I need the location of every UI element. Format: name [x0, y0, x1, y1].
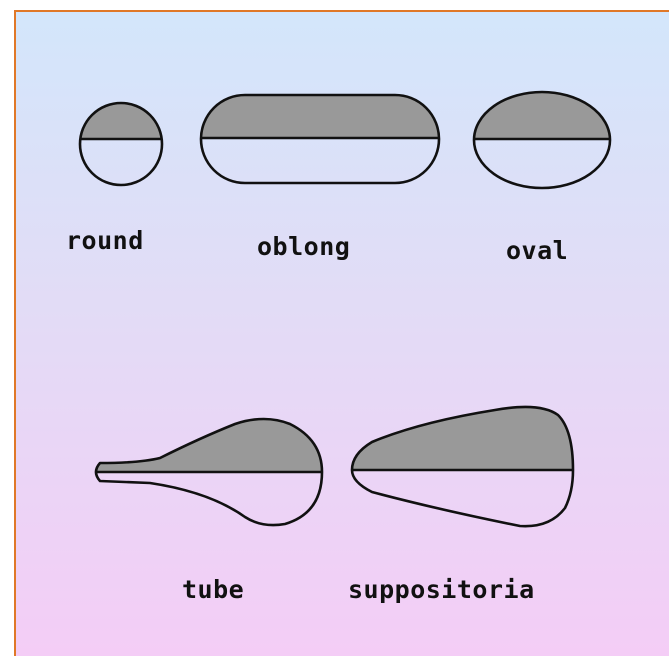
round-shape [80, 103, 162, 185]
oblong-shape [201, 95, 439, 183]
suppositoria-shape [352, 407, 573, 526]
label-oblong: oblong [257, 232, 350, 261]
label-suppositoria: suppositoria [348, 575, 535, 604]
oval-shape [474, 92, 610, 188]
label-tube: tube [182, 575, 244, 604]
label-oval: oval [506, 236, 568, 265]
label-round: round [66, 226, 144, 255]
tube-shape [96, 419, 322, 525]
shape-diagram [0, 10, 669, 656]
